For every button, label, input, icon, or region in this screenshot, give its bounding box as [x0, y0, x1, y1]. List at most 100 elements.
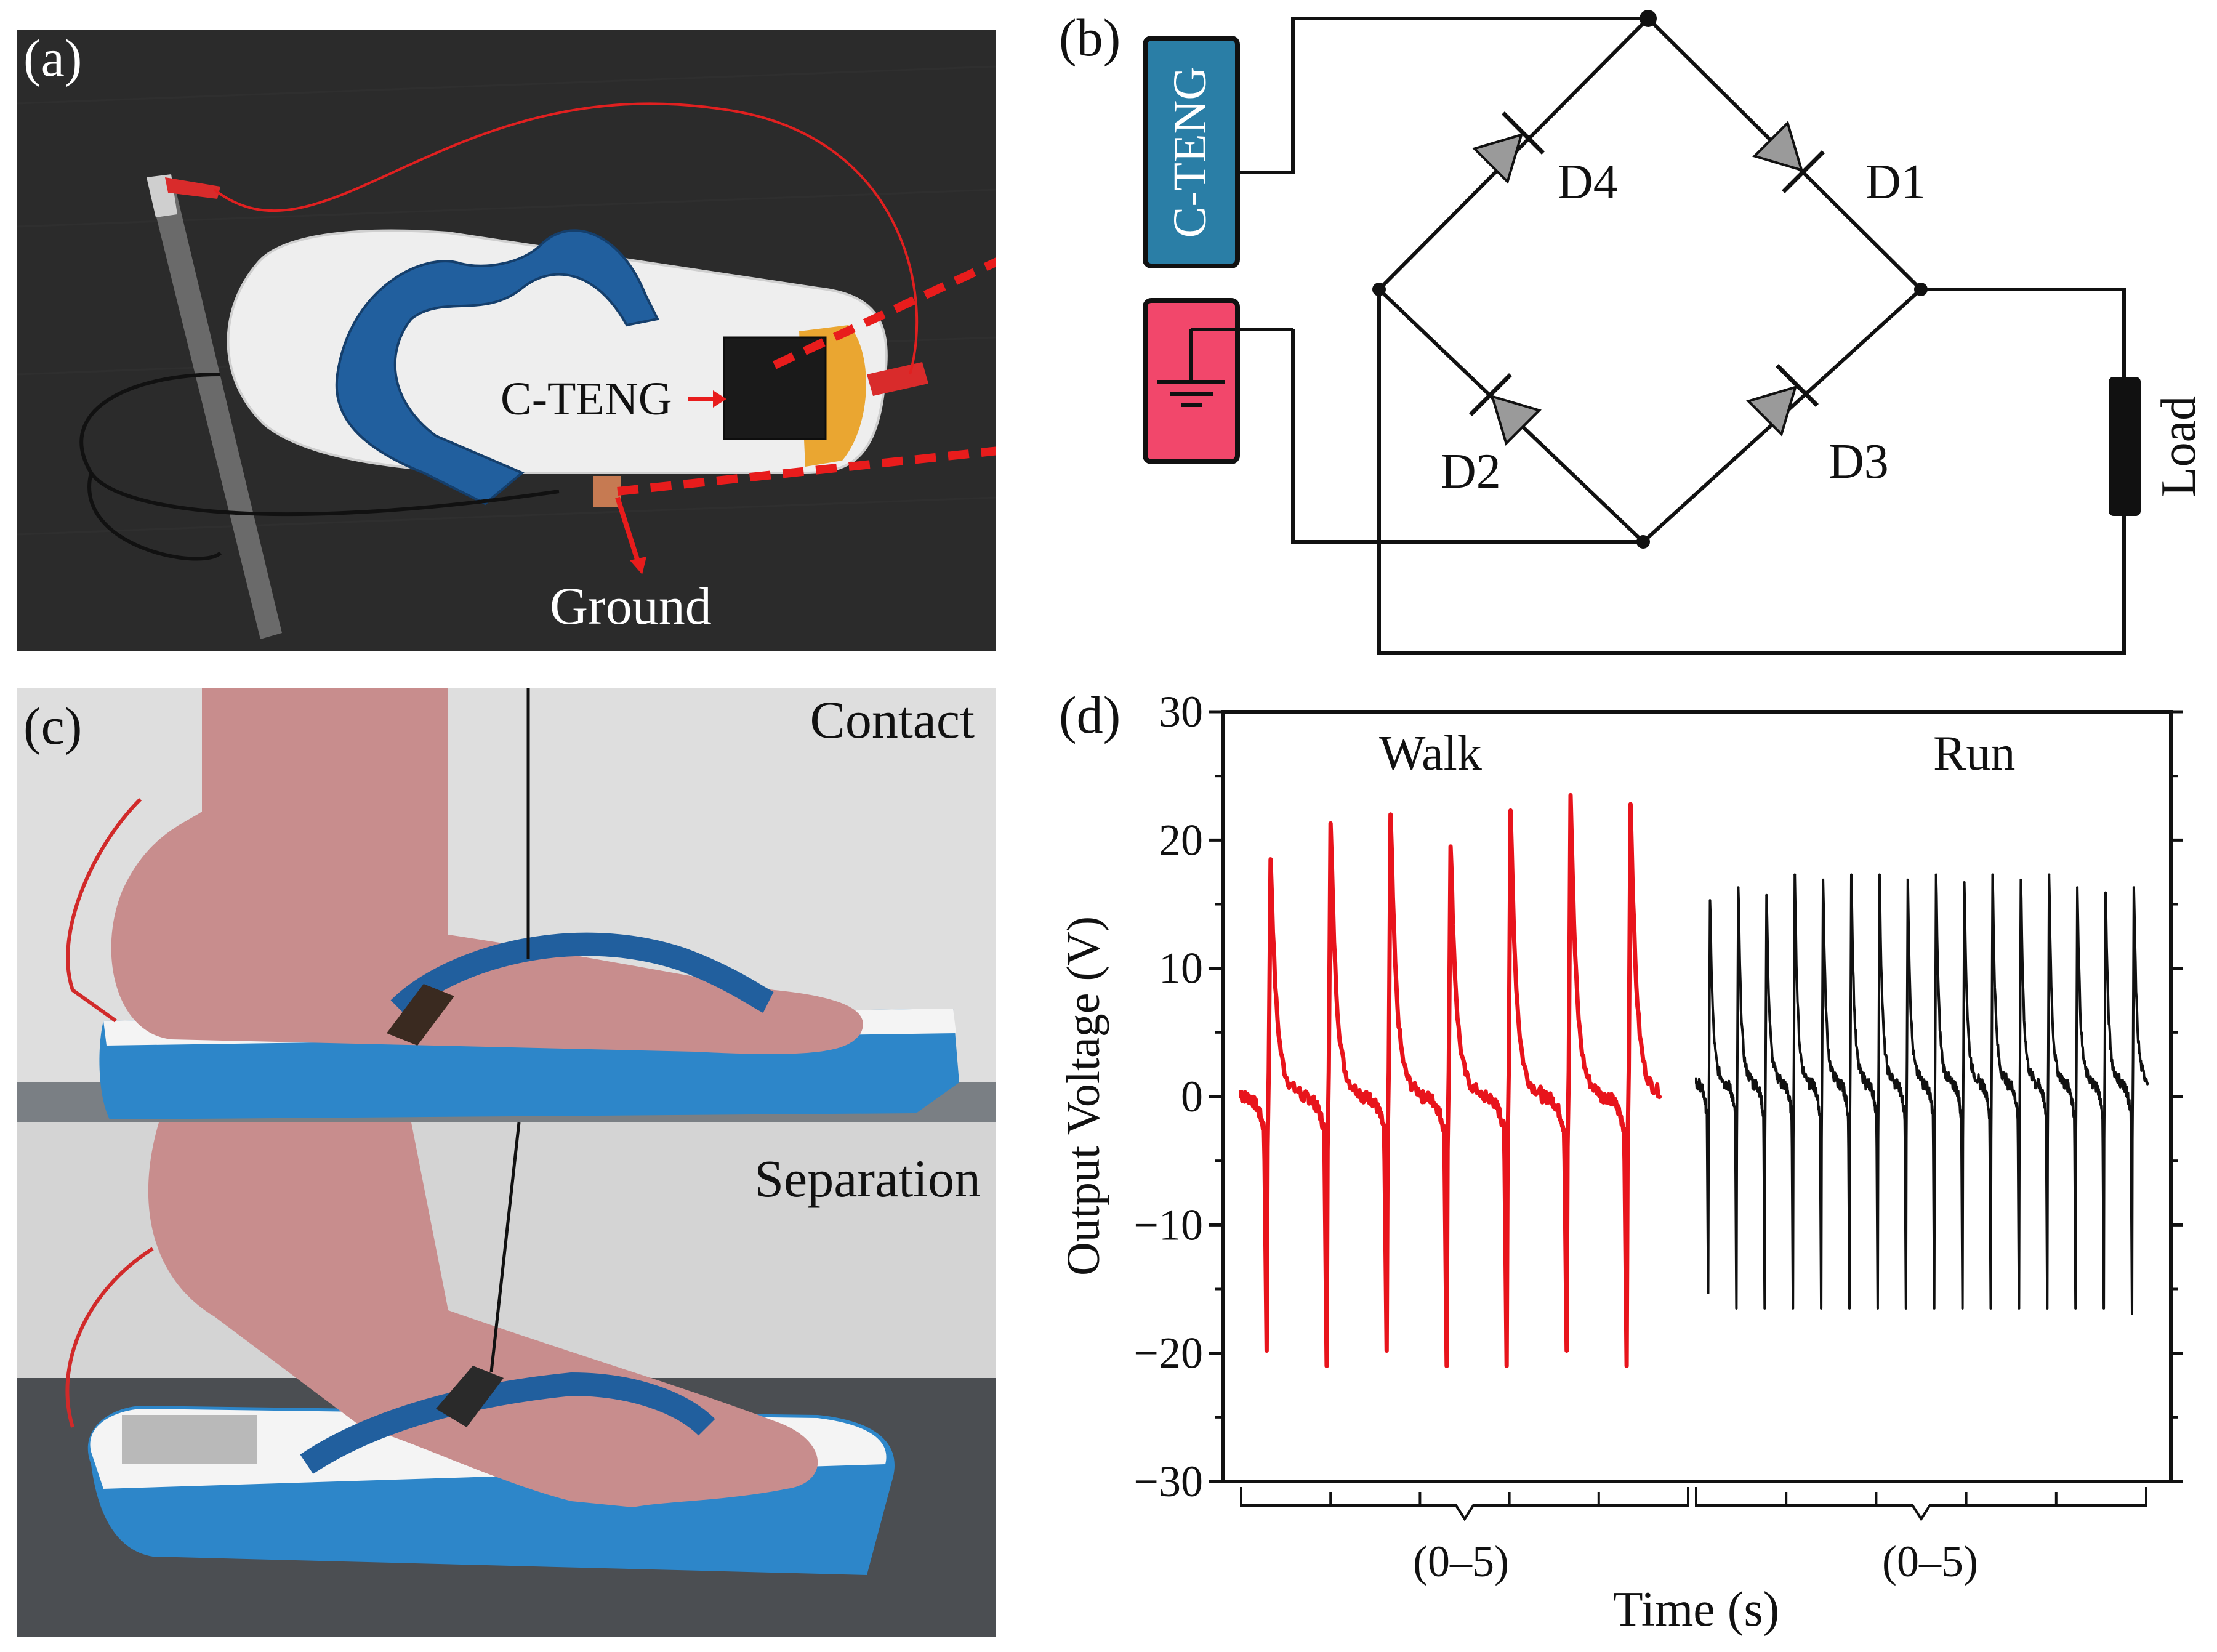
y-tick-label: 0 [1181, 1072, 1203, 1121]
run-negative-peak [1792, 1307, 1795, 1310]
separation-foot [148, 1122, 818, 1507]
ground-photo-label: Ground [550, 576, 712, 635]
panel-a-label: (a) [23, 30, 82, 87]
ground-icon [1157, 328, 1293, 407]
circuit-diagram: (b) C-TENG [1059, 8, 2206, 655]
segment-bracket [1695, 1487, 2147, 1521]
sandal-strap [335, 229, 659, 506]
y-axis-title: Output Voltage (V) [1058, 916, 1109, 1276]
run-negative-peak [1904, 1307, 1907, 1310]
run-positive-peak [1991, 873, 1994, 876]
run-positive-peak [2019, 878, 2022, 881]
walk-positive-peak [1389, 813, 1392, 816]
run-negative-peak [1763, 1307, 1766, 1310]
segment-label-walk: (0–5) [1413, 1537, 1509, 1586]
walk-positive-peak [1509, 809, 1512, 812]
run-positive-peak [1765, 893, 1768, 897]
contact-foot [111, 688, 863, 1054]
run-positive-peak [2048, 873, 2051, 876]
walk-negative-peak [1325, 1364, 1328, 1368]
run-negative-peak [1876, 1307, 1879, 1310]
run-positive-peak [1963, 881, 1966, 884]
run-positive-peak [2104, 891, 2107, 894]
c-teng-box [1143, 36, 1240, 268]
run-positive-peak [1737, 886, 1740, 889]
run-negative-peak [1707, 1291, 1710, 1294]
run-negative-peak [1933, 1307, 1936, 1310]
c-teng-box-label: C-TENG [1164, 66, 1216, 238]
run-positive-peak [2132, 886, 2135, 889]
diode-d4 [1472, 111, 1545, 184]
x-axis-title: Time (s) [1613, 1582, 1779, 1637]
panel-d-label: (d) [1059, 685, 1121, 744]
walk-positive-peak [1569, 794, 1572, 797]
panel-b: (b) C-TENG [1034, 0, 2217, 677]
panel-b-label: (b) [1059, 8, 1121, 67]
run-negative-peak [1735, 1307, 1738, 1310]
walk-negative-peak [1265, 1349, 1268, 1352]
contact-caption: Contact [810, 690, 975, 749]
segment-bracket [1240, 1487, 1689, 1521]
y-tick-label: 30 [1159, 687, 1203, 736]
run-negative-peak [2131, 1312, 2133, 1315]
segment-label-run: (0–5) [1882, 1537, 1978, 1586]
panel-a: (a) C-TENG Ground [17, 28, 1144, 651]
panel-a-photo: (a) C-TENG Ground [17, 28, 1144, 651]
run-positive-peak [1934, 873, 1937, 876]
separation-caption: Separation [754, 1149, 981, 1208]
run-negative-peak [1961, 1307, 1964, 1310]
walk-positive-peak [1629, 803, 1632, 805]
run-negative-peak [2102, 1307, 2106, 1310]
run-negative-peak [1848, 1307, 1851, 1310]
diode-d3-label: D3 [1829, 435, 1889, 489]
walk-negative-peak [1505, 1364, 1508, 1368]
diode-d2 [1468, 373, 1542, 446]
run-positive-peak [1822, 878, 1825, 881]
c-teng-photo-label: C-TENG [501, 373, 672, 425]
load-resistor [2109, 377, 2141, 516]
walk-positive-peak [1269, 858, 1272, 861]
run-positive-peak [1708, 899, 1712, 902]
run-negative-peak [2018, 1307, 2021, 1310]
run-annotation: Run [1933, 727, 2015, 781]
run-positive-peak [2076, 886, 2079, 889]
walk-negative-peak [1565, 1349, 1568, 1352]
run-negative-peak [1989, 1307, 1992, 1310]
walk-negative-peak [1445, 1364, 1448, 1368]
diode-d4-label: D4 [1558, 155, 1618, 209]
run-positive-peak [1878, 873, 1881, 876]
segmented-time-axis [1240, 1487, 2147, 1521]
walk-negative-peak [1385, 1349, 1388, 1352]
run-positive-peak [1906, 878, 1909, 881]
diode-d1-label: D1 [1865, 155, 1926, 209]
load-label: Load [2152, 396, 2206, 497]
y-tick-label: −10 [1133, 1200, 1203, 1249]
ground-electrode [593, 476, 621, 507]
run-negative-peak [1820, 1307, 1823, 1310]
panel-c-photos: (c) Contact Separation [17, 688, 996, 1637]
y-tick-label: 20 [1159, 815, 1203, 864]
walk-positive-peak [1449, 845, 1452, 848]
panel-c-label: (c) [23, 696, 82, 755]
run-line [1695, 873, 2149, 1315]
walk-positive-peak [1329, 822, 1332, 825]
walk-series [1239, 792, 1663, 1368]
y-tick-label: −30 [1133, 1457, 1203, 1506]
run-positive-peak [1850, 873, 1853, 876]
panel-c: (c) Contact Separation [17, 688, 996, 1637]
diode-d2-label: D2 [1441, 445, 1501, 499]
walk-annotation: Walk [1379, 727, 1482, 781]
c-teng-pad [723, 336, 827, 440]
diode-d3 [1746, 363, 1819, 437]
run-negative-peak [2074, 1307, 2077, 1310]
run-positive-peak [1793, 873, 1797, 876]
run-series [1695, 873, 2149, 1315]
probe [150, 183, 282, 639]
walk-line [1239, 792, 1663, 1368]
run-negative-peak [2046, 1307, 2049, 1310]
walk-negative-peak [1625, 1364, 1628, 1368]
diode-d1 [1752, 121, 1825, 194]
y-tick-label: 10 [1159, 944, 1203, 993]
